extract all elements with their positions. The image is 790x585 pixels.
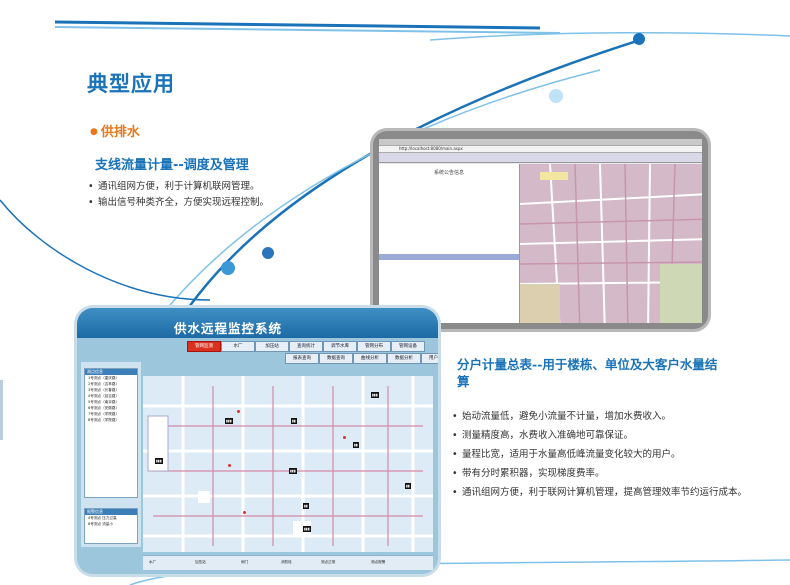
tab-network-monitor[interactable]: 管网监测	[187, 341, 221, 352]
browser-nav-strip	[379, 153, 702, 163]
legend-water-plant: 水厂	[149, 560, 157, 564]
measure-point[interactable]	[228, 464, 231, 467]
announcement-panel: 系统公告信息	[379, 164, 520, 323]
city-map-image	[520, 164, 702, 323]
point-item[interactable]: 3号测点（长春路）	[88, 388, 120, 392]
browser-address-bar: http://localhost:8080/main.aspx	[379, 146, 702, 153]
bullet-item: 始动流量低，避免小流量不计量，增加水费收入。	[452, 409, 752, 425]
bubble	[262, 247, 274, 259]
subtab-user[interactable]: 用户查询	[421, 353, 438, 364]
point-item[interactable]: 8号测点（学院路）	[88, 418, 120, 422]
bullet-list-2: 始动流量低，避免小流量不计量，增加水费收入。 测量精度高，水费收入准确地可靠保证…	[452, 409, 752, 504]
point-item[interactable]: 7号测点（学院路）	[88, 412, 120, 416]
bullet-item: 通讯组网方便，利于计算机联网管理。	[88, 179, 318, 195]
reading-box: ▮▮▮	[303, 526, 311, 532]
bullet-item: 输出信号种类齐全，方便实现远程控制。	[88, 195, 318, 211]
reading-box: ▮▮▮	[289, 468, 297, 474]
legend-valve: 阀门	[241, 560, 249, 564]
alarm-item[interactable]: 6号测点 流量小	[88, 522, 113, 526]
bullet-item: 量程比宽，适用于水量高低峰流量变化较大的用户。	[452, 447, 752, 463]
measure-point[interactable]	[243, 511, 246, 514]
reading-box: ▮▮▮	[225, 418, 233, 424]
legend-point-normal: 测点正常	[321, 560, 336, 564]
legend-hydrant: 消防栓	[281, 560, 292, 564]
subtab-report[interactable]: 报表查询	[285, 353, 319, 364]
bubble	[549, 89, 563, 103]
alarm-list-header: 报警信息	[85, 509, 137, 515]
tab-reservoir[interactable]: 调节水库	[323, 341, 357, 352]
section-title: 典型应用	[87, 72, 175, 96]
subsection-title-1: 支线流量计量--调度及管理	[95, 158, 249, 173]
monitor-header: 供水远程监控系统	[77, 308, 438, 338]
measure-point[interactable]	[237, 410, 240, 413]
bullet-item: 通讯组网方便，利于联网计算机管理，提高管理效率节约运行成本。	[452, 485, 752, 501]
tab-query-stats[interactable]: 查询统计	[289, 341, 323, 352]
point-list: 测点信息 1号测点（重庆路） 2号测点（吉林路） 3号测点（长春路） 4号测点（…	[84, 368, 138, 498]
bullet-item: 带有分时累积器，实现梯度费率。	[452, 466, 752, 482]
panel-table-row	[379, 264, 519, 270]
point-item[interactable]: 5号测点（南京路）	[88, 400, 120, 404]
bubble	[221, 261, 235, 275]
measure-point[interactable]	[343, 436, 346, 439]
map-legend: 水厂 加压站 阀门 消防栓 测点正常 测点报警	[143, 555, 433, 570]
point-item[interactable]: 2号测点（吉林路）	[88, 382, 120, 386]
tab-network-equipment[interactable]: 管网设备	[391, 341, 425, 352]
pipe-network-map: ▮▮▮ ▮▮ ▮▮▮ ▮▮▮ ▮▮▮ ▮▮ ▮▮ ▮▮ ▮▮▮	[143, 376, 433, 552]
legend-booster: 加压站	[195, 560, 206, 564]
point-item[interactable]: 6号测点（安徽路）	[88, 406, 120, 410]
tab-water-plant[interactable]: 水厂	[221, 341, 255, 352]
reading-box: ▮▮	[405, 483, 411, 489]
subtab-curve[interactable]: 曲线分析	[353, 353, 387, 364]
monitor-title: 供水远程监控系统	[174, 321, 283, 336]
web-system-screenshot: http://localhost:8080/main.aspx 系统公告信息	[373, 131, 708, 329]
subtab-analysis[interactable]: 数据分析	[387, 353, 421, 364]
bullet-list-1: 通讯组网方便，利于计算机联网管理。 输出信号种类齐全，方便实现远程控制。	[88, 179, 318, 211]
reading-box: ▮▮▮	[371, 392, 379, 398]
browser-menubar	[379, 139, 702, 146]
point-item[interactable]: 4号测点（延吉路）	[88, 394, 120, 398]
monitor-sidebar: 测点信息 1号测点（重庆路） 2号测点（吉林路） 3号测点（长春路） 4号测点（…	[81, 362, 141, 547]
subtab-data[interactable]: 数据查询	[319, 353, 353, 364]
panel-table-header	[379, 254, 519, 260]
announcement-title: 系统公告信息	[433, 170, 464, 176]
subsection-title-2: 分户计量总表--用于楼栋、单位及大客户水量结算	[457, 357, 718, 389]
reading-box: ▮▮	[291, 418, 297, 424]
tab-network-distribution[interactable]: 管网分布	[357, 341, 391, 352]
legend-point-alarm: 测点报警	[371, 560, 386, 564]
reading-box: ▮▮	[303, 503, 309, 509]
monitoring-system-screenshot: 供水远程监控系统 管网监测 水厂 加压站 查询统计 调节水库 管网分布 管网设备…	[77, 308, 438, 574]
reading-box: ▮▮▮	[155, 458, 163, 464]
point-item[interactable]: 1号测点（重庆路）	[88, 376, 120, 380]
alarm-item[interactable]: 4号测点 压力过高	[88, 516, 117, 520]
alarm-list: 报警信息 4号测点 压力过高 6号测点 流量小	[84, 508, 138, 544]
reading-box: ▮▮	[353, 442, 359, 448]
bubble	[633, 33, 645, 45]
point-list-header: 测点信息	[85, 369, 137, 375]
category-label: 供排水	[90, 121, 140, 140]
tab-booster-station[interactable]: 加压站	[255, 341, 289, 352]
bullet-item: 测量精度高，水费收入准确地可靠保证。	[452, 428, 752, 444]
